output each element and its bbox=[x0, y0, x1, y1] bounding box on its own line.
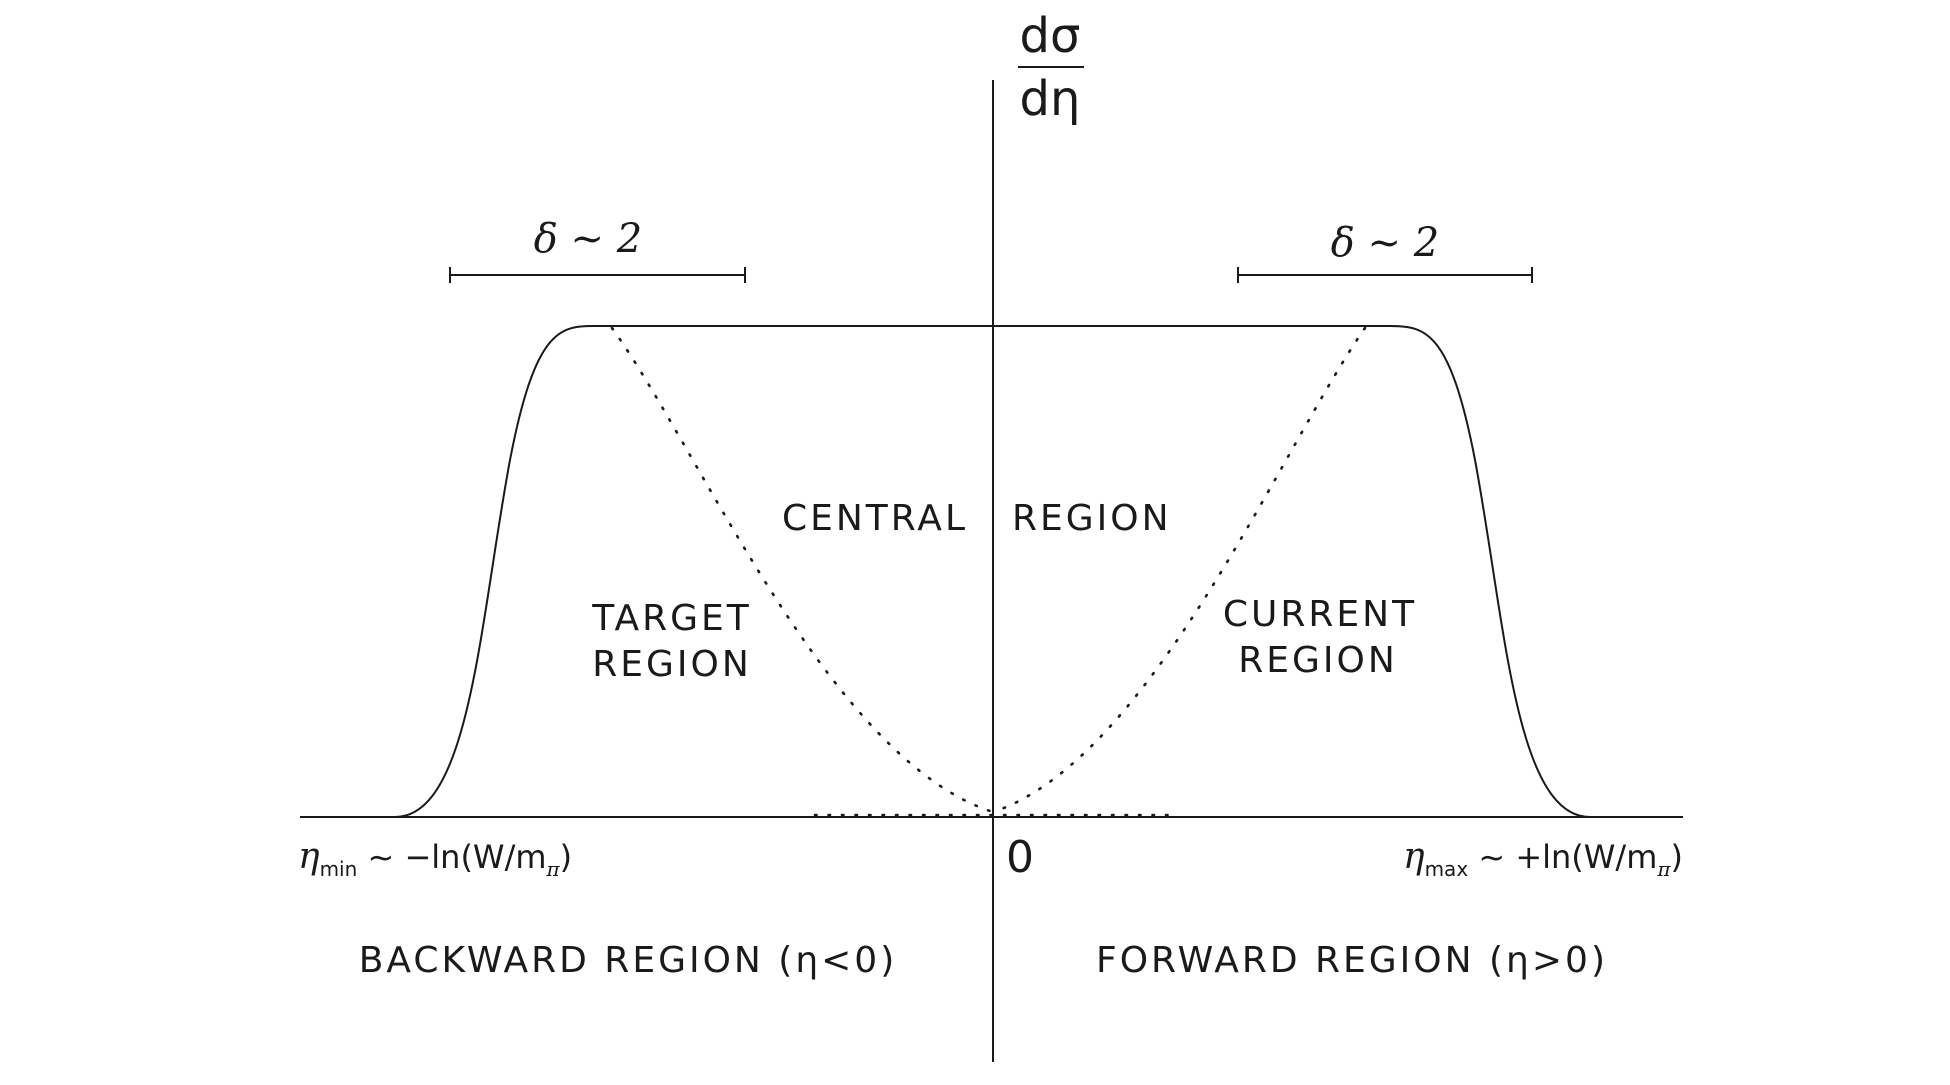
delta-bracket-right: δ ~ 2 bbox=[1237, 220, 1533, 283]
eta-max-text: ~ +ln(W/m bbox=[1468, 838, 1657, 876]
y-label-numerator: dσ bbox=[1020, 8, 1081, 64]
central-label-left: CENTRAL bbox=[782, 498, 968, 539]
origin-label: 0 bbox=[1006, 832, 1034, 883]
y-axis-label: dσ dη bbox=[1018, 8, 1084, 127]
target-central-boundary bbox=[610, 326, 995, 814]
eta-min-close: ) bbox=[560, 838, 572, 876]
eta-min-symbol: η bbox=[298, 836, 320, 877]
distribution-curve bbox=[394, 325, 1591, 818]
delta-label-right: δ ~ 2 bbox=[1331, 220, 1439, 266]
current-label-line1: CURRENT bbox=[1223, 594, 1417, 635]
eta-min-label: ηmin ~ −ln(W/mπ) bbox=[298, 836, 572, 881]
target-label-line2: REGION bbox=[592, 644, 752, 685]
eta-min-text: ~ −ln(W/m bbox=[357, 838, 546, 876]
target-label-line1: TARGET bbox=[591, 598, 751, 639]
eta-min-subscript: min bbox=[320, 857, 358, 881]
y-label-denominator: dη bbox=[1020, 71, 1081, 127]
eta-min-pi: π bbox=[546, 857, 561, 881]
eta-max-close: ) bbox=[1671, 838, 1683, 876]
eta-max-subscript: max bbox=[1425, 857, 1469, 881]
current-label-line2: REGION bbox=[1238, 640, 1398, 681]
eta-max-symbol: η bbox=[1403, 836, 1425, 877]
eta-max-pi: π bbox=[1656, 857, 1671, 881]
current-central-boundary bbox=[991, 326, 1367, 814]
central-label-right: REGION bbox=[1012, 498, 1172, 539]
backward-region-label: BACKWARD REGION (η<0) bbox=[359, 940, 898, 981]
eta-max-label: ηmax ~ +ln(W/mπ) bbox=[1403, 836, 1683, 881]
forward-region-label: FORWARD REGION (η>0) bbox=[1096, 940, 1608, 981]
delta-label-left: δ ~ 2 bbox=[534, 216, 642, 262]
delta-bracket-left: δ ~ 2 bbox=[449, 216, 746, 283]
